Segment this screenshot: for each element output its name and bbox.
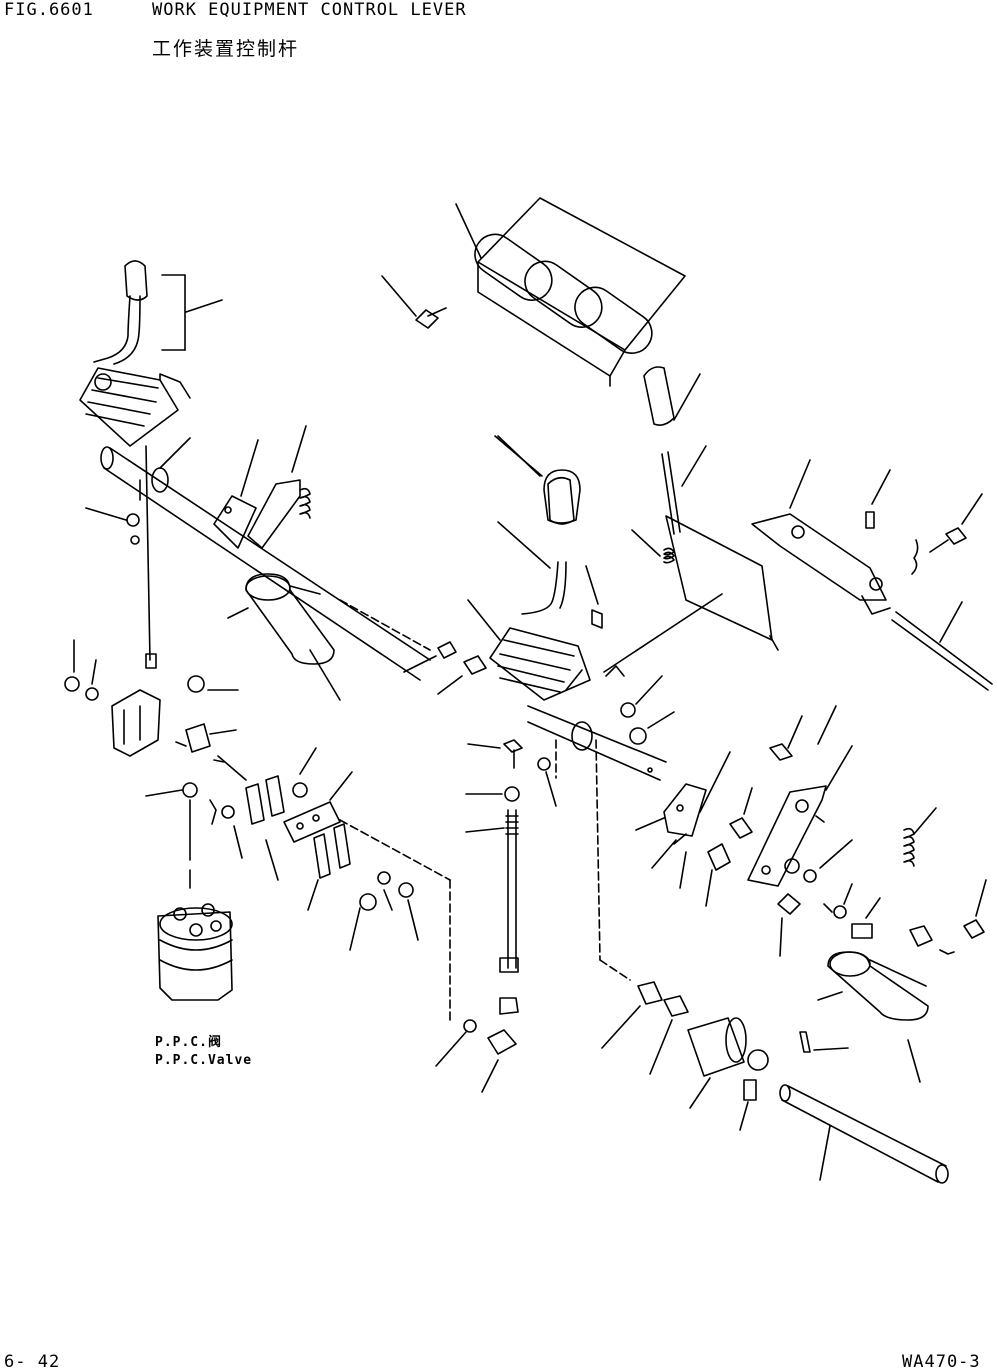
right-long-pin [892,602,992,690]
lower-bushings-and-pin [602,982,848,1130]
left-bracket-plate [214,440,258,548]
left-cable [86,446,156,668]
left-control-lever [80,261,222,446]
left-lever-link-and-spring [248,426,310,548]
right-bracket [752,460,982,614]
right-damper-cylinder [818,952,928,1082]
center-bushings [404,642,486,694]
lower-long-pin [780,1085,948,1183]
page-number: 6- 42 [4,1352,61,1372]
lever-cover-plate [456,198,685,386]
right-upper-lever [632,367,778,650]
model-code: WA470-3 [902,1352,981,1372]
center-control-lever [468,436,602,700]
cover-bolt [382,276,446,328]
mounting-plate [284,772,418,950]
ppc-valve-label-en: P.P.C.Valve [155,1053,253,1068]
right-crank-lever [748,746,852,886]
center-rod [436,740,556,1092]
assembly-guide-lines [340,600,630,1020]
right-middle-linkage [621,676,836,906]
ppc-valve-label-cn: P.P.C.阀 [155,1035,222,1050]
left-center-small-parts [210,748,316,880]
left-damper-cylinder [228,574,340,700]
ppc-valve-left [146,783,232,1000]
left-lower-linkage [65,640,246,780]
figure-title-chinese: 工作装置控制杆 [152,38,300,60]
right-lower-parts [778,808,986,956]
figure-number: FIG.6601 [4,0,94,20]
center-knob [498,436,580,523]
center-shaft [528,594,722,780]
figure-title: WORK EQUIPMENT CONTROL LEVER [152,0,467,20]
